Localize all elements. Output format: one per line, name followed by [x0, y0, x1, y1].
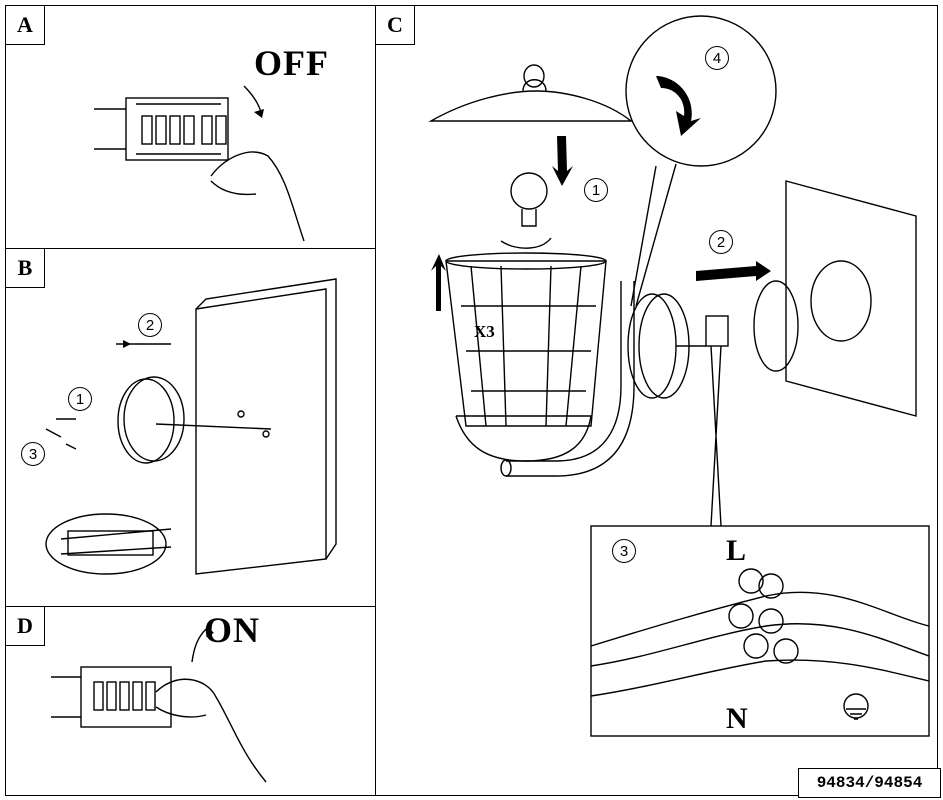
panel-c-step-2: 2	[709, 230, 733, 254]
panel-c-step-1: 1	[584, 178, 608, 202]
panel-b-illustration	[45, 278, 337, 575]
panel-c-step-3: 3	[612, 539, 636, 563]
breaker-switches	[141, 115, 227, 145]
neutral-terminal-label: N	[726, 702, 748, 735]
panel-c-illustration	[428, 15, 930, 737]
panel-b-step-1: 1	[68, 387, 92, 411]
panel-d-illustration	[51, 627, 267, 783]
panel-a-illustration	[94, 85, 305, 242]
panel-c-label: C	[376, 6, 415, 45]
panel-b-step-2: 2	[138, 313, 162, 337]
panel-c: C 1 2 3 4 X3 L N	[375, 5, 938, 796]
panel-b-step-3: 3	[21, 442, 45, 466]
panel-a: A OFF	[5, 5, 377, 250]
panel-b: B 1 2 3	[5, 248, 377, 608]
panel-d-label: D	[6, 607, 45, 646]
panel-b-label: B	[6, 249, 45, 288]
live-terminal-label: L	[726, 534, 747, 567]
panel-c-step-4: 4	[705, 46, 729, 70]
panel-a-label: A	[6, 6, 45, 45]
off-instruction: OFF	[254, 43, 329, 83]
on-instruction: ON	[204, 610, 260, 650]
model-number: 94834/94854	[798, 768, 941, 798]
panel-d: D ON	[5, 606, 377, 796]
rotate-multiplier: X3	[474, 322, 495, 341]
